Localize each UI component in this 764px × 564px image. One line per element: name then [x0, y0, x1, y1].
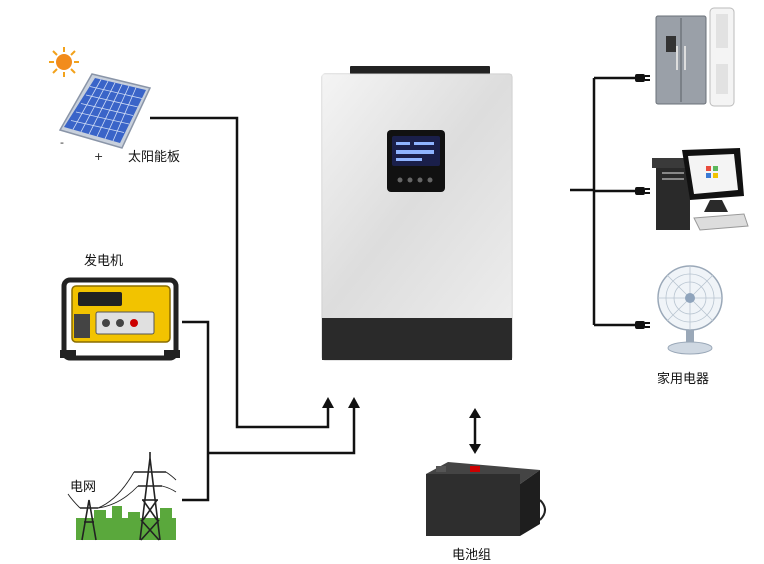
solar-panel-icon [58, 73, 152, 149]
battery-icon [426, 462, 546, 536]
ac-input-connection-line [208, 404, 356, 455]
solar-panel-label: 太阳能板 [128, 150, 181, 165]
arrowheads [322, 397, 481, 454]
fan-icon [657, 265, 723, 355]
battery-label: 电池组 [452, 548, 492, 563]
generator-icon [60, 277, 180, 361]
power-tower-icon [67, 452, 177, 541]
inverter-icon [321, 66, 513, 361]
solar-positive-terminal: + [94, 150, 104, 163]
generator-label: 发电机 [84, 254, 124, 269]
grid-label: 电网 [70, 480, 97, 495]
plug-icon-computer [635, 187, 650, 195]
arrow-battery-down [469, 444, 481, 454]
sun-icon [49, 47, 79, 77]
plug-icon-fridge [635, 74, 650, 82]
generator-connection-line [182, 320, 210, 502]
solar-negative-terminal: - [60, 136, 64, 149]
connection-lines [150, 76, 635, 502]
computer-icon [652, 148, 749, 231]
arrow-battery-up [469, 408, 481, 418]
solar-connection-line [150, 116, 330, 429]
plug-icon-fan [635, 321, 650, 329]
refrigerator-icon [655, 7, 735, 107]
arrow-up-solar [322, 397, 334, 408]
home-appliances-label: 家用电器 [657, 372, 710, 387]
arrow-up-ac [348, 397, 360, 408]
